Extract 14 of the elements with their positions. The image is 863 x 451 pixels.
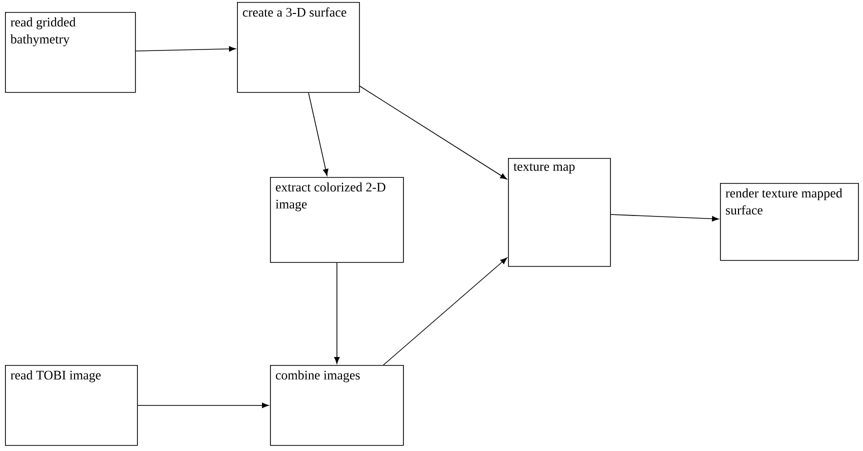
arrow [334, 262, 340, 364]
arrow [610, 214, 719, 222]
process-box: extract colorized 2-D image [270, 177, 404, 263]
arrow [383, 258, 508, 366]
arrow [135, 46, 236, 52]
process-box: combine images [270, 365, 404, 446]
process-box: read TOBI image [5, 365, 138, 446]
process-box: texture map [508, 158, 611, 267]
process-box: create a 3-D surface [237, 2, 360, 93]
arrow [137, 402, 269, 408]
arrow [308, 92, 328, 176]
process-box: render texture mapped surface [720, 183, 859, 261]
process-box: read gridded bathymetry [5, 12, 136, 93]
arrow [359, 86, 507, 180]
